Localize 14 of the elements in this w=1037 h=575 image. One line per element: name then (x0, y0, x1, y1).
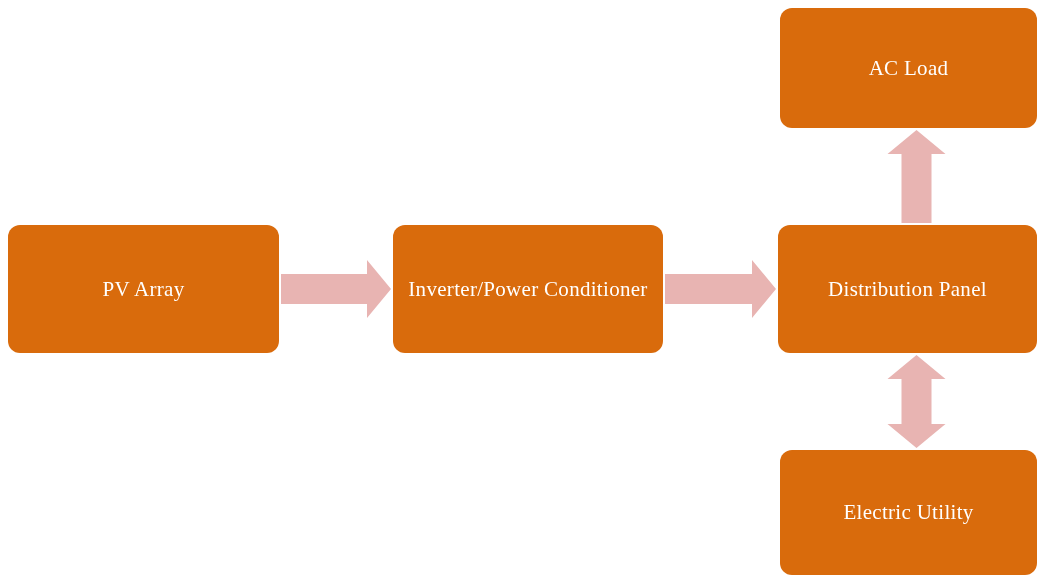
block-arrow (887, 130, 946, 223)
box-label: Inverter/Power Conditioner (408, 277, 648, 300)
block-arrow (665, 260, 776, 318)
process-box (780, 8, 1037, 128)
process-box (780, 450, 1037, 575)
process-box (8, 225, 279, 353)
box-label: PV Array (102, 277, 185, 300)
process-box (778, 225, 1037, 353)
block-arrow (281, 260, 391, 318)
box-label: Electric Utility (843, 501, 974, 524)
box-label: Distribution Panel (828, 277, 987, 300)
block-arrow (887, 355, 946, 448)
process-box (393, 225, 663, 353)
box-label: AC Load (868, 56, 949, 79)
